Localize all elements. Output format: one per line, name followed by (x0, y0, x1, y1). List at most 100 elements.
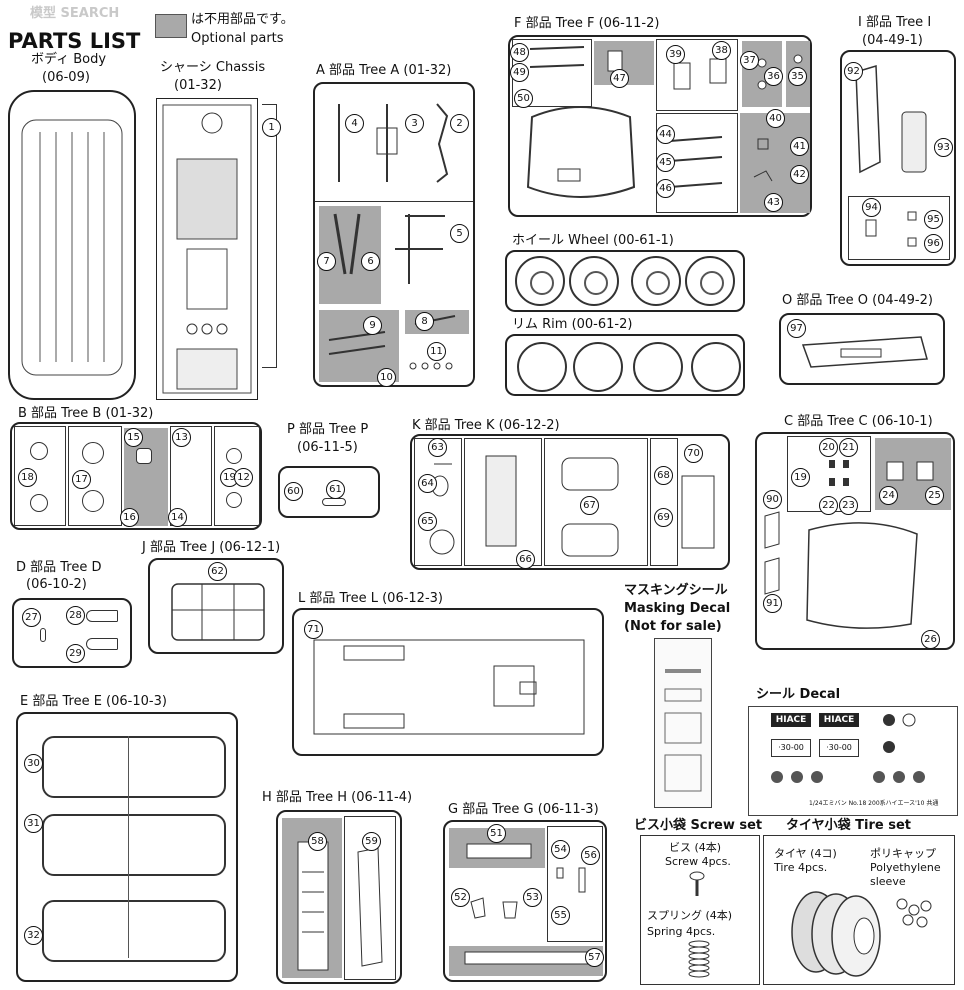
tree-b-cell-17 (68, 426, 122, 526)
wheel-label: ホイール Wheel (00-61-1) (512, 233, 674, 248)
wheel-4 (685, 256, 735, 306)
part-number-65: 65 (418, 512, 437, 531)
tree-f-label: F 部品 Tree F (06-11-2) (514, 16, 660, 31)
part-number-23: 23 (839, 496, 858, 515)
tree-h-parts-drawing (297, 841, 383, 971)
part-number-50: 50 (514, 89, 533, 108)
masking-ja: マスキングシール (624, 583, 728, 598)
tree-k-cell-67 (544, 438, 648, 566)
part-number-20: 20 (819, 438, 838, 457)
part-number-68: 68 (654, 466, 673, 485)
tree-b-cell-18 (14, 426, 66, 526)
tree-e-part-31 (42, 814, 226, 876)
tree-a-cell-top (315, 84, 473, 202)
part-number-56: 56 (581, 846, 600, 865)
part-number-48: 48 (510, 43, 529, 62)
body-code: (06-09) (42, 70, 90, 85)
tree-k-parts-drawing (429, 455, 715, 557)
wheel-1 (515, 256, 565, 306)
chassis-drawing (156, 98, 258, 400)
watermark: 模型 SEARCH (30, 6, 120, 21)
tree-d-frame: 27 28 29 (12, 598, 132, 668)
part-number-57: 57 (585, 948, 604, 967)
wheel-3 (631, 256, 681, 306)
tree-e-part-32 (42, 900, 226, 962)
part-number-16: 16 (120, 508, 139, 527)
part-number-54: 54 (551, 840, 570, 859)
hiace-badge-1: HIACE (771, 713, 811, 727)
part-number-62: 62 (208, 562, 227, 581)
decal-label: シール Decal (756, 687, 841, 702)
part-number-47: 47 (610, 69, 629, 88)
part-number-51: 51 (487, 824, 506, 843)
part-number-92: 92 (844, 62, 863, 81)
part-number-32: 32 (24, 926, 43, 945)
tree-a-frame: 4 3 2 7 6 5 9 10 8 11 (313, 82, 475, 387)
part-number-91: 91 (763, 594, 782, 613)
part-number-31: 31 (24, 814, 43, 833)
screw-spring-drawing (688, 871, 710, 978)
part-number-6: 6 (361, 252, 380, 271)
part-number-19c: 19 (791, 468, 810, 487)
tire-drawing (791, 891, 932, 977)
tree-b-part-g (226, 492, 242, 508)
part-number-26: 26 (921, 630, 940, 649)
body-shell (8, 90, 136, 400)
tree-g-parts-drawing (464, 843, 594, 965)
tree-d-part-a (40, 628, 46, 642)
part-number-97: 97 (787, 319, 806, 338)
tree-f-cell-38-39 (656, 39, 738, 111)
part-number-38: 38 (712, 41, 731, 60)
rim-label: リム Rim (00-61-2) (512, 317, 633, 332)
tree-p-part (322, 498, 346, 506)
body-shell-drawing (21, 119, 123, 376)
tree-i-code: (04-49-1) (862, 33, 923, 48)
tree-k-frame: 63 64 65 66 67 68 69 70 (410, 434, 730, 570)
screw-set-title: ビス小袋 Screw set (634, 818, 763, 833)
tree-d-part-c (86, 638, 118, 650)
part-number-28: 28 (66, 606, 85, 625)
part-number-70: 70 (684, 444, 703, 463)
part-number-49: 49 (510, 63, 529, 82)
part-number-55: 55 (551, 906, 570, 925)
part-number-13: 13 (172, 428, 191, 447)
masking-note: (Not for sale) (624, 619, 722, 634)
tree-g-frame: 51 52 53 54 56 55 57 (443, 820, 607, 982)
part-number-66: 66 (516, 550, 535, 569)
tree-h-label: H 部品 Tree H (06-11-4) (262, 790, 413, 805)
part-number-8: 8 (415, 312, 434, 331)
screw-en: Screw 4pcs. (665, 855, 731, 868)
tree-l-label: L 部品 Tree L (06-12-3) (298, 591, 443, 606)
tree-i-frame: 92 93 94 95 96 (840, 50, 956, 266)
part-number-12: 12 (234, 468, 253, 487)
part-number-21: 21 (839, 438, 858, 457)
tree-c-label: C 部品 Tree C (06-10-1) (784, 414, 933, 429)
part-number-43: 43 (764, 193, 783, 212)
rim-4 (691, 342, 741, 392)
tree-f-parts-drawing (526, 46, 803, 198)
tree-h-frame: 58 59 (276, 810, 402, 984)
tree-l-parts-drawing (313, 639, 585, 735)
part-number-1: 1 (262, 118, 281, 137)
tree-b-cell-12-19 (214, 426, 260, 526)
part-number-52: 52 (451, 888, 470, 907)
part-number-3: 3 (405, 114, 424, 133)
part-number-71: 71 (304, 620, 323, 639)
chassis-rail (262, 104, 277, 368)
spring-ja: スプリング (4本) (647, 909, 733, 922)
part-number-36: 36 (764, 67, 783, 86)
part-number-2: 2 (450, 114, 469, 133)
tree-o-label: O 部品 Tree O (04-49-2) (782, 293, 933, 308)
part-number-94: 94 (862, 198, 881, 217)
tire-ja: タイヤ (4コ) (774, 847, 837, 860)
part-number-60: 60 (284, 482, 303, 501)
part-number-18: 18 (18, 468, 37, 487)
tree-d-code: (06-10-2) (26, 577, 87, 592)
masking-decal-sheet (654, 638, 712, 808)
part-number-95: 95 (924, 210, 943, 229)
tree-k-cell-66 (464, 438, 542, 566)
tree-d-part-b (86, 610, 118, 622)
part-number-53: 53 (523, 888, 542, 907)
tree-p-frame: 60 61 (278, 466, 380, 518)
decal-sheet: HIACE HIACE ·30-00 ·30-00 1/24エミバン No.18… (748, 706, 958, 816)
